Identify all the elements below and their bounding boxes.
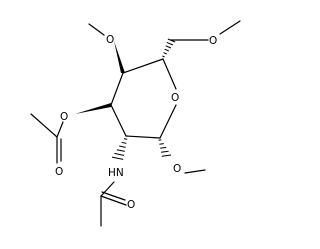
hashed-wedge-c5-c6 — [162, 38, 176, 58]
wedge-c4-o4 — [114, 41, 125, 73]
atom-o1: O — [173, 163, 181, 175]
bond-n-carbonyl-c — [100, 181, 115, 197]
bond-c4-c5 — [122, 58, 164, 74]
bond-carbonyl-c-methyl — [30, 113, 58, 138]
bond-o4-methyl — [88, 23, 105, 36]
atom-o4: O — [106, 34, 114, 46]
structure-diagram: O O O O O HN O O — [30, 20, 241, 227]
bond-c1-c2 — [125, 135, 161, 139]
bond-c5-o-ring — [162, 58, 177, 90]
atom-o-acetyl-carbonyl: O — [55, 166, 63, 178]
bond-nac-double-2 — [101, 191, 126, 201]
bond-o3-carbonyl-c — [56, 121, 64, 138]
atom-nh: HN — [108, 167, 124, 179]
atom-o-nac-carbonyl: O — [127, 199, 135, 211]
bond-c2-c3 — [110, 104, 127, 137]
bond-o1-methyl — [184, 169, 206, 174]
atom-o-ring: O — [171, 92, 179, 104]
atom-o6: O — [209, 35, 217, 47]
bond-o-ring-c1 — [159, 104, 177, 139]
bond-nac-double-1 — [100, 195, 127, 206]
bond-o6-methyl — [219, 20, 241, 35]
atom-o3: O — [60, 111, 68, 123]
bond-c3-c4 — [110, 72, 124, 106]
wedge-c3-o3 — [75, 103, 111, 114]
hashed-wedge-c1-o1 — [158, 139, 172, 157]
hashed-wedge-c2-n — [111, 138, 128, 160]
